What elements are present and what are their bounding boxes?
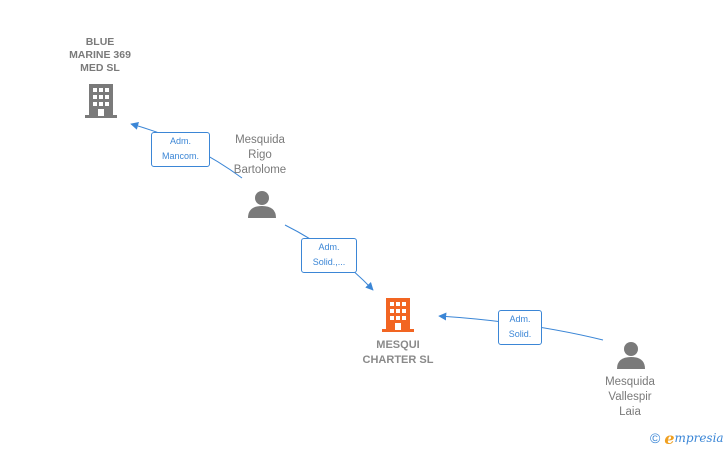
node-blue-marine-label[interactable]: BLUE MARINE 369 MED SL bbox=[69, 36, 131, 74]
edge-label-rigo-to-mesqui[interactable]: Adm. Solid.,... bbox=[301, 238, 357, 273]
building-icon[interactable] bbox=[85, 84, 117, 118]
building-icon[interactable] bbox=[382, 298, 414, 332]
person-icon[interactable] bbox=[617, 341, 645, 369]
node-mesqui-charter-label[interactable]: MESQUI CHARTER SL bbox=[362, 339, 434, 366]
empresia-logo: © e mpresia bbox=[650, 428, 724, 448]
brand-initial: e bbox=[664, 428, 675, 448]
node-mesquida-vallespir-label[interactable]: Mesquida Vallespir Laia bbox=[605, 376, 655, 418]
node-mesquida-rigo-label[interactable]: Mesquida Rigo Bartolome bbox=[233, 134, 287, 176]
edge-label-rigo-to-blue[interactable]: Adm. Mancom. bbox=[151, 132, 210, 167]
edge-label-vallespir-to-mesqui[interactable]: Adm. Solid. bbox=[498, 310, 542, 345]
brand-name: mpresia bbox=[674, 431, 724, 445]
person-icon[interactable] bbox=[248, 190, 276, 218]
copyright-symbol: © bbox=[650, 430, 661, 446]
